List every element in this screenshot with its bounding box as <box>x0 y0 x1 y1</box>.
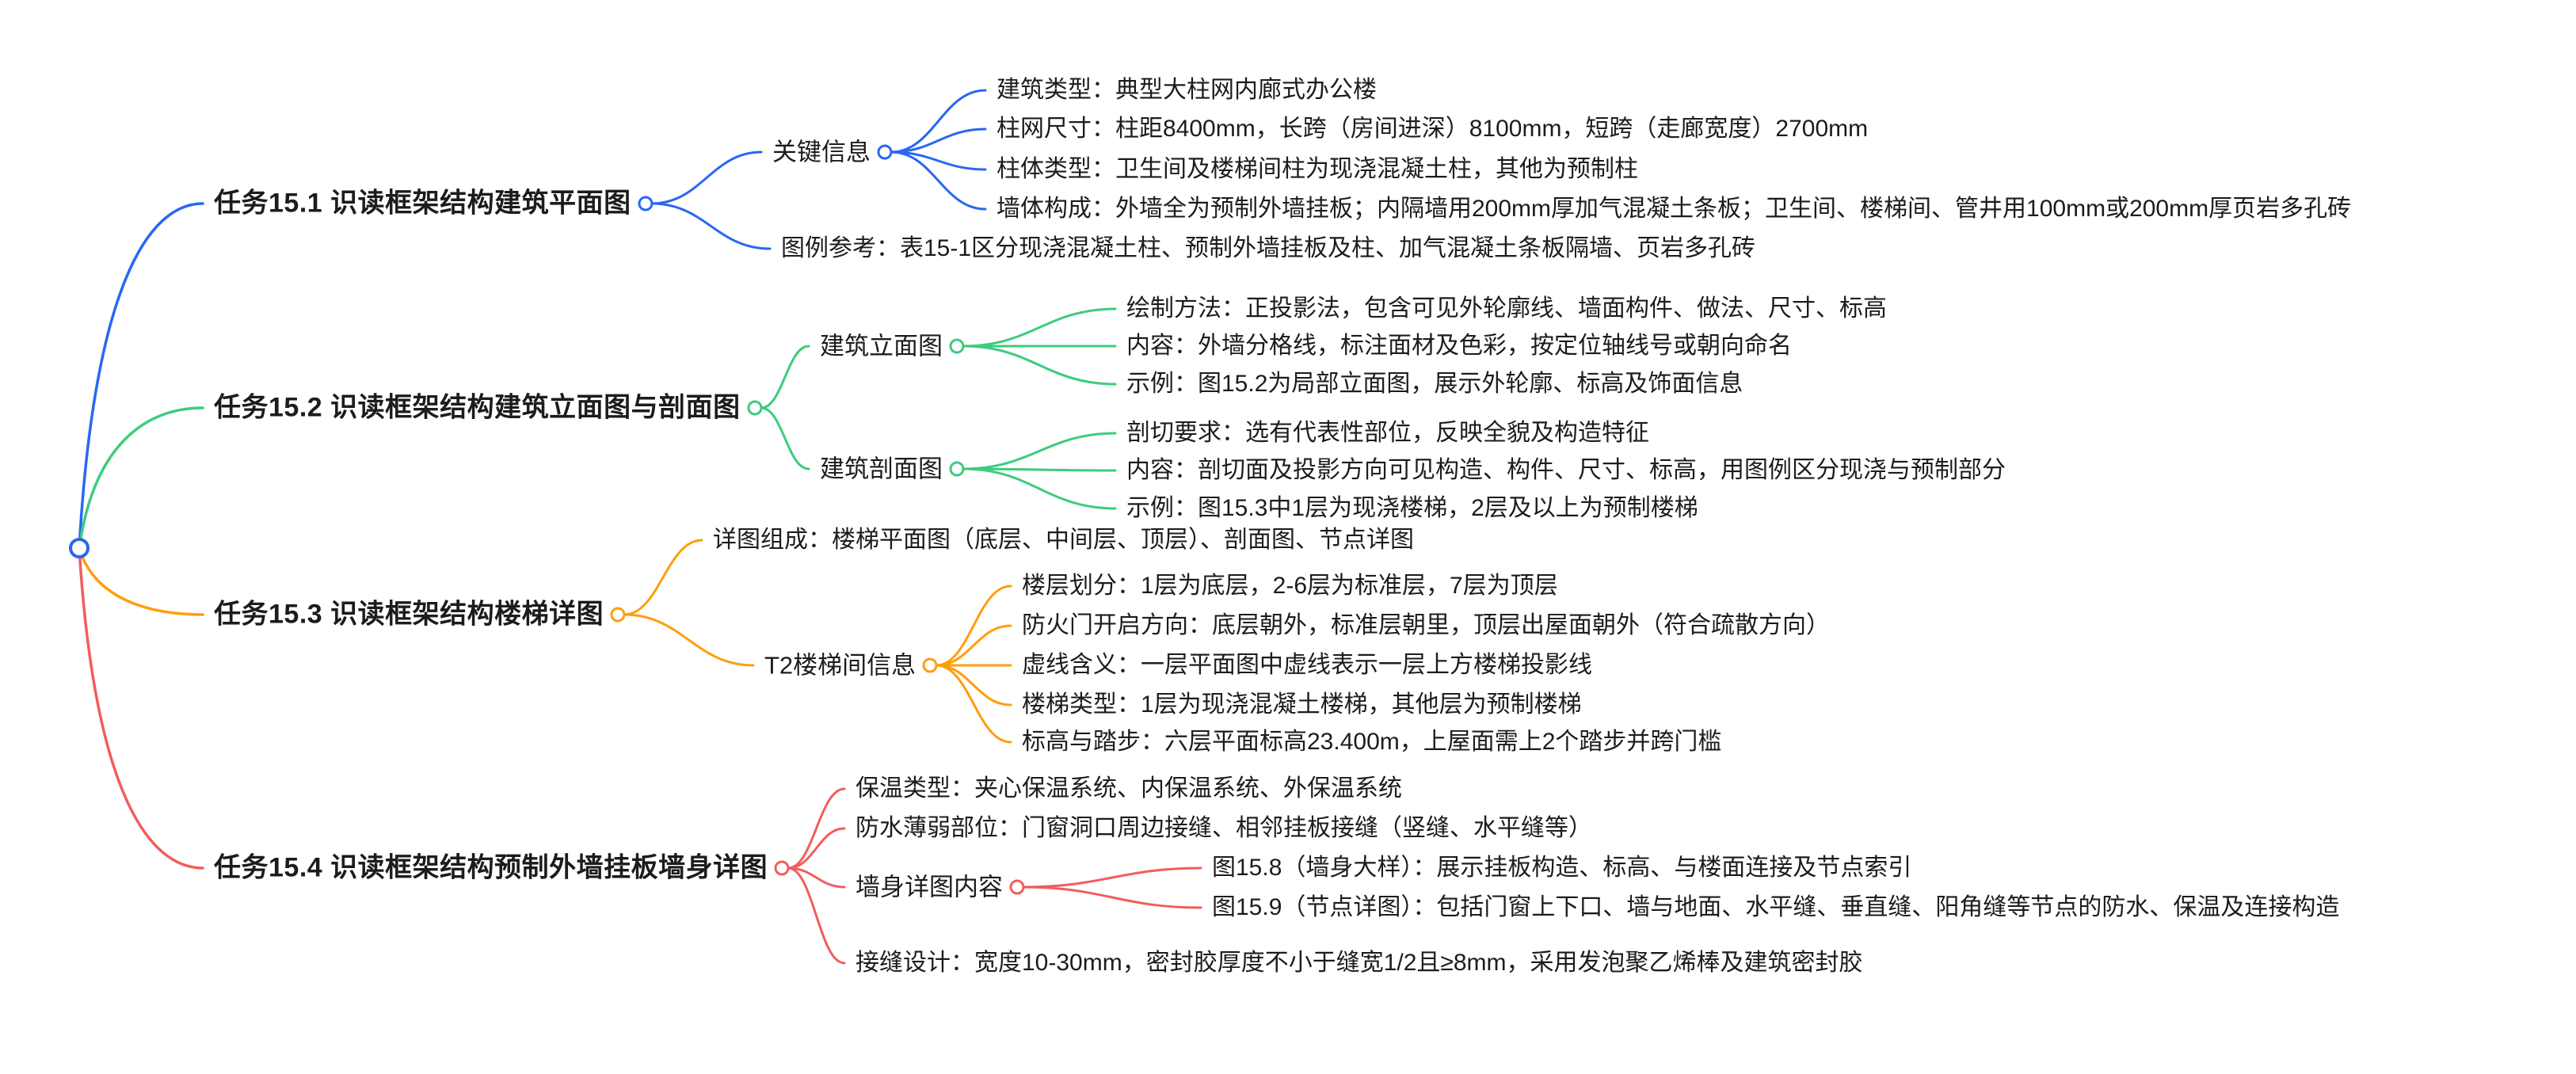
leaf-waterproof-weak-points[interactable]: 防水薄弱部位：门窗洞口周边接缝、相邻挂板接缝（竖缝、水平缝等） <box>855 815 1592 841</box>
leaf-sect-requirement[interactable]: 剖切要求：选有代表性部位，反映全貌及构造特征 <box>1126 420 1649 446</box>
leaf-column-type[interactable]: 柱体类型：卫生间及楼梯间柱为现浇混凝土柱，其他为预制柱 <box>996 156 1638 182</box>
leaf-stair-type[interactable]: 楼梯类型：1层为现浇混凝土楼梯，其他层为预制楼梯 <box>1022 691 1582 718</box>
node-key-info[interactable]: 关键信息 <box>772 138 871 166</box>
node-task-15-2[interactable]: 任务15.2 识读框架结构建筑立面图与剖面图 <box>214 392 741 423</box>
leaf-fig-15-9[interactable]: 图15.9（节点详图）：包括门窗上下口、墙与地面、水平缝、垂直缝、阳角缝等节点的… <box>1212 894 2340 920</box>
node-task-15-4[interactable]: 任务15.4 识读框架结构预制外墙挂板墙身详图 <box>214 852 768 883</box>
collapse-dot[interactable] <box>774 860 790 876</box>
node-wall-detail-content[interactable]: 墙身详图内容 <box>855 873 1003 901</box>
collapse-dot[interactable] <box>949 461 965 477</box>
root-node[interactable] <box>69 538 90 558</box>
node-section-drawing[interactable]: 建筑剖面图 <box>820 455 943 483</box>
collapse-dot[interactable] <box>638 196 654 211</box>
collapse-dot[interactable] <box>747 400 763 416</box>
leaf-building-type[interactable]: 建筑类型：典型大柱网内廊式办公楼 <box>996 77 1377 103</box>
leaf-sect-content[interactable]: 内容：剖切面及投影方向可见构造、构件、尺寸、标高，用图例区分现浇与预制部分 <box>1126 457 2006 483</box>
leaf-wall-composition[interactable]: 墙体构成：外墙全为预制外墙挂板；内隔墙用200mm厚加气混凝土条板；卫生间、楼梯… <box>996 196 2352 222</box>
collapse-dot[interactable] <box>610 607 626 623</box>
leaf-fire-door-direction[interactable]: 防火门开启方向：底层朝外，标准层朝里，顶层出屋面朝外（符合疏散方向） <box>1022 612 1830 638</box>
leaf-legend-ref[interactable]: 图例参考：表15-1区分现浇混凝土柱、预制外墙挂板及柱、加气混凝土条板隔墙、页岩… <box>781 235 1756 261</box>
collapse-dot[interactable] <box>877 144 893 160</box>
collapse-dot[interactable] <box>922 657 938 673</box>
node-t2-stair-info[interactable]: T2楼梯间信息 <box>764 651 916 680</box>
leaf-elevation-steps[interactable]: 标高与踏步：六层平面标高23.400m，上屋面需上2个踏步并跨门槛 <box>1022 729 1722 755</box>
node-elevation-drawing[interactable]: 建筑立面图 <box>820 332 943 360</box>
leaf-elev-method[interactable]: 绘制方法：正投影法，包含可见外轮廓线、墙面构件、做法、尺寸、标高 <box>1126 295 1887 322</box>
leaf-elev-example[interactable]: 示例：图15.2为局部立面图，展示外轮廓、标高及饰面信息 <box>1126 371 1743 397</box>
leaf-column-grid[interactable]: 柱网尺寸：柱距8400mm，长跨（房间进深）8100mm，短跨（走廊宽度）270… <box>996 116 1869 142</box>
leaf-insulation-type[interactable]: 保温类型：夹心保温系统、内保温系统、外保温系统 <box>855 775 1402 802</box>
collapse-dot[interactable] <box>1009 879 1025 895</box>
leaf-dashed-line-meaning[interactable]: 虚线含义：一层平面图中虚线表示一层上方楼梯投影线 <box>1022 652 1592 678</box>
leaf-sect-example[interactable]: 示例：图15.3中1层为现浇楼梯，2层及以上为预制楼梯 <box>1126 495 1698 521</box>
leaf-floor-division[interactable]: 楼层划分：1层为底层，2-6层为标准层，7层为顶层 <box>1022 573 1558 599</box>
collapse-dot[interactable] <box>949 338 965 354</box>
leaf-seam-design[interactable]: 接缝设计：宽度10-30mm，密封胶厚度不小于缝宽1/2且≥8mm，采用发泡聚乙… <box>855 950 1863 976</box>
leaf-elev-content[interactable]: 内容：外墙分格线，标注面材及色彩，按定位轴线号或朝向命名 <box>1126 333 1792 359</box>
node-task-15-1[interactable]: 任务15.1 识读框架结构建筑平面图 <box>214 188 631 219</box>
node-task-15-3[interactable]: 任务15.3 识读框架结构楼梯详图 <box>214 599 604 630</box>
leaf-fig-15-8[interactable]: 图15.8（墙身大样）：展示挂板构造、标高、与楼面连接及节点索引 <box>1212 855 1912 881</box>
leaf-detail-composition[interactable]: 详图组成：楼梯平面图（底层、中间层、顶层）、剖面图、节点详图 <box>713 527 1414 553</box>
